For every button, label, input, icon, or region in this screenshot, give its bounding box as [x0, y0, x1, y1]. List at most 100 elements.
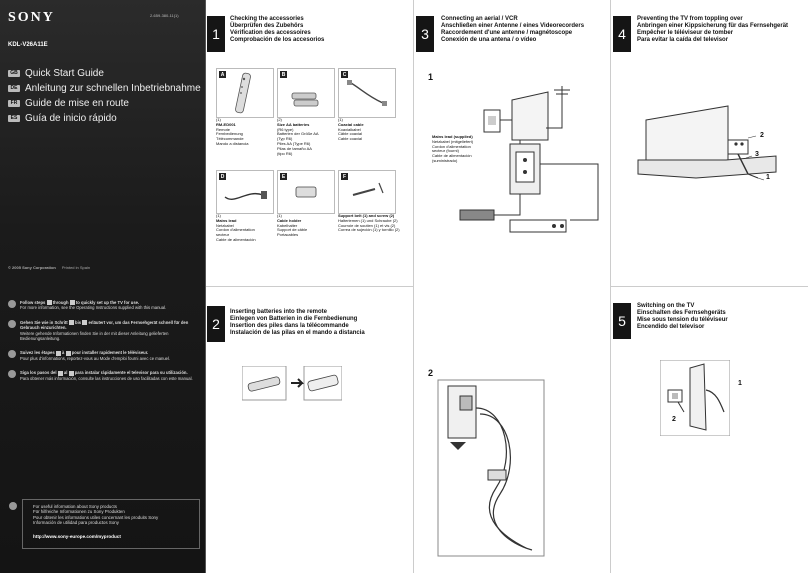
heading-line: Encendido del televisor — [637, 324, 705, 330]
intro-b: al — [63, 370, 68, 376]
intro-c: erläutert vor, um das Fernsehgerät schne… — [20, 319, 189, 331]
heading-line: Überprüfen des Zubehörs — [230, 23, 304, 29]
heading-line: Vérification des accessoires — [230, 30, 311, 36]
caption-line: (suministrado) — [432, 157, 458, 163]
caption-line: Piles AA (Type R6) — [277, 140, 311, 146]
heading-line: Preventing the TV from toppling over — [637, 16, 743, 22]
callout-power-2: 2 — [672, 416, 676, 423]
step-intro-fr: Suivez les étapes à pour installer rapid… — [8, 350, 200, 361]
spine-line — [205, 0, 206, 573]
cable-holder-diagram — [437, 379, 545, 557]
step-5-icon — [69, 300, 75, 306]
copyright-text: © 2005 Sony Corporation — [8, 265, 56, 270]
heading-line: Comprobación de los accesorios — [230, 37, 325, 43]
remote-icon — [235, 72, 251, 114]
caption-line: (1) — [338, 117, 343, 122]
steps-intro: Follow steps through to quickly set up t… — [8, 300, 200, 390]
caption-line: Portacables — [277, 232, 299, 238]
caption-line: Batterien der Größe AA — [277, 131, 319, 137]
step-intro-de: Gehen Sie wie in Schritt bis erläutert v… — [8, 319, 200, 342]
part-number: 2-659-380-11(1) — [150, 13, 179, 18]
cable-holder-icon — [295, 186, 317, 198]
caption-line: Kabelhalter — [277, 222, 298, 228]
lang-code: ES — [8, 114, 20, 122]
accessory-letter: A — [219, 71, 226, 78]
caption-line: Mains lead (supplied) — [432, 134, 473, 139]
caption-line: Halteriemen (1) und Schraube (2) — [338, 217, 398, 223]
accessory-c-box: C — [338, 68, 396, 118]
lang-es: ES Guía de inicio rápido — [8, 111, 201, 125]
step-1-icon — [68, 320, 74, 326]
figure-1-label: 1 — [428, 72, 434, 82]
intro-d: Pour plus d'informations, reportez-vous … — [20, 355, 171, 361]
callout-power-1: 1 — [738, 380, 742, 387]
caption-line: Mando a distancia — [216, 140, 249, 146]
heading-line: Insertion des piles dans la télécommande — [230, 323, 349, 329]
intro-c: pour installer rapidement le téléviseur. — [71, 350, 149, 356]
info-url[interactable]: http://www.sony-europe.com/myproduct — [33, 534, 121, 539]
caption-line: Télécommande — [216, 136, 244, 142]
accessory-b-box: B — [277, 68, 335, 118]
fold-line — [413, 0, 414, 573]
accessory-b-caption: (2) Size AA batteries (R6 type) Batterie… — [277, 117, 319, 156]
info-box: For useful information about Sony produc… — [9, 499, 200, 549]
bullet-icon — [8, 370, 16, 379]
caption-line: secteur — [216, 232, 230, 238]
intro-b: through — [52, 300, 69, 305]
section-1-heading: Checking the accessories Überprüfen des … — [230, 16, 324, 44]
accessory-d-caption: (1) Mains lead Netzkabel Cordon d'alimen… — [216, 213, 256, 243]
accessory-letter: D — [219, 173, 226, 180]
caption-line: Cable holder — [277, 217, 302, 223]
heading-line: Connecting an aerial / VCR — [441, 16, 518, 22]
accessory-letter: E — [280, 173, 287, 180]
mains-lead-icon — [224, 191, 267, 200]
heading-line: Switching on the TV — [637, 303, 695, 309]
section-2-heading: Inserting batteries into the remote Einl… — [230, 309, 365, 337]
info-line: Für hilfreiche Informationen zu Sony Pro… — [33, 509, 125, 515]
heading-line: Anbringen einer Kippsicherung für das Fe… — [637, 23, 789, 29]
section-4-number: 4 — [613, 16, 631, 52]
caption-line: Cordon d'alimentation — [216, 227, 255, 233]
intro-a: Suivez les étapes — [20, 350, 55, 356]
section-4-heading: Preventing the TV from toppling over Anb… — [637, 16, 788, 44]
section-3-number: 3 — [416, 16, 434, 52]
caption-line: secteur (fourni) — [432, 148, 459, 154]
guide-title: Guide de mise en route — [25, 97, 129, 109]
bullet-icon — [8, 300, 16, 308]
caption-line: Cable de alimentación — [432, 153, 472, 159]
caption-line: Fernbedienung — [216, 131, 243, 137]
caption-line: Size AA batteries — [277, 121, 310, 127]
accessory-letter: C — [341, 71, 348, 78]
guide-title: Anleitung zur schnellen Inbetriebnahme — [25, 82, 201, 94]
step-intro-es: Siga los pasos del al para instalar rápi… — [8, 370, 200, 381]
intro-b: bis — [75, 319, 82, 325]
heading-line: Empêcher le téléviseur de tomber — [637, 30, 734, 36]
battery-icon — [291, 92, 319, 107]
bullet-icon — [8, 319, 16, 328]
power-on-diagram — [660, 360, 730, 436]
heading-line: Anschließen einer Antenne / eines Videor… — [441, 23, 585, 29]
intro-a: Siga los pasos del — [20, 370, 57, 376]
fold-line — [206, 286, 413, 287]
intro-a: Follow steps — [20, 300, 46, 305]
figure-2-label: 2 — [428, 368, 434, 378]
lang-code: GB — [8, 69, 20, 77]
caption-line: (Typ R6) — [277, 136, 293, 142]
intro-c: to quickly set up the TV for use. — [75, 300, 140, 305]
toppling-prevention-diagram — [637, 105, 777, 181]
step-1-icon — [57, 370, 63, 376]
guide-title: Guía de inicio rápido — [25, 112, 117, 124]
section-2-number: 2 — [207, 306, 225, 342]
section-3-heading: Connecting an aerial / VCR Anschließen e… — [441, 16, 584, 44]
caption-line: Remote — [216, 126, 231, 132]
caption-line: RM-ED001 — [216, 121, 236, 127]
intro-c: para instalar rápidamente el televisor p… — [74, 370, 188, 376]
callout-3: 3 — [755, 151, 759, 158]
info-line: Pour obtenir les informations utiles con… — [33, 514, 159, 520]
intro-d: For more information, see the Operating … — [20, 305, 167, 311]
caption-line: Support de câble — [277, 227, 308, 233]
